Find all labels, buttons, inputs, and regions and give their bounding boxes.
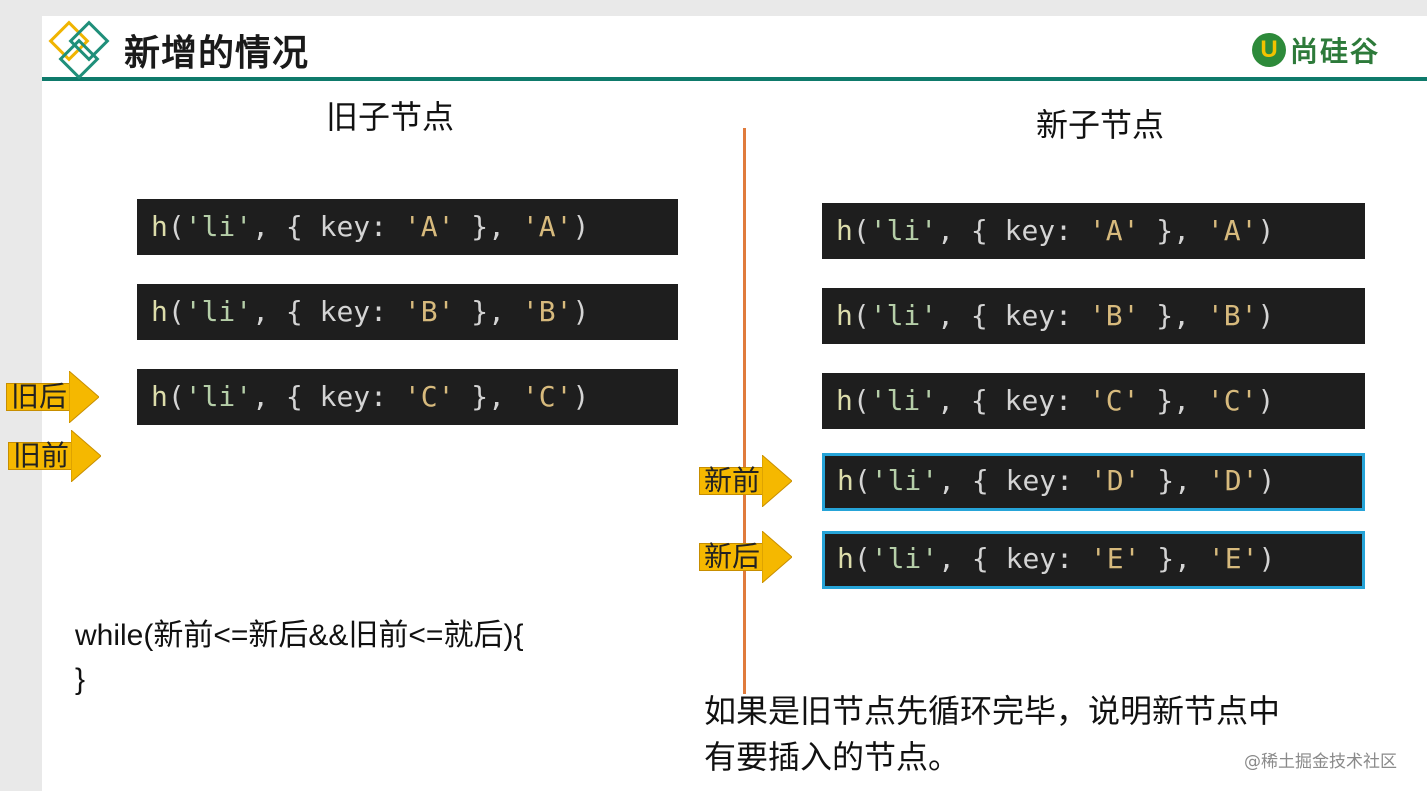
new-vnode-c: h('li', { key: 'C' }, 'C') (822, 373, 1365, 429)
header-divider (42, 77, 1427, 81)
while-line-2: } (75, 663, 86, 696)
new-vnode-d: h('li', { key: 'D' }, 'D') (822, 453, 1365, 511)
old-vnode-a: h('li', { key: 'A' }, 'A') (137, 199, 678, 255)
old-start-pointer: 旧前 (8, 430, 102, 482)
new-start-label: 新前 (699, 467, 763, 495)
while-loop-snippet: while(新前<=新后&&旧前<=就后){ } (75, 614, 523, 702)
new-children-heading: 新子节点 (1036, 106, 1165, 144)
brand-logo: U 尚硅谷 (1252, 30, 1380, 70)
diamond-logo-icon (48, 20, 110, 80)
new-start-pointer: 新前 (699, 455, 793, 507)
while-line-1: while(新前<=新后&&旧前<=就后){ (75, 619, 524, 652)
new-vnode-b: h('li', { key: 'B' }, 'B') (822, 288, 1365, 344)
old-children-heading: 旧子节点 (326, 98, 455, 136)
new-vnode-e: h('li', { key: 'E' }, 'E') (822, 531, 1365, 589)
brand-badge-icon: U (1252, 33, 1286, 67)
old-start-label: 旧前 (8, 442, 72, 470)
column-divider (743, 128, 746, 694)
new-end-pointer: 新后 (699, 531, 793, 583)
note-line-1: 如果是旧节点先循环完毕，说明新节点中 (704, 692, 1281, 730)
old-vnode-b: h('li', { key: 'B' }, 'B') (137, 284, 678, 340)
arrow-right-icon (69, 371, 100, 423)
watermark: @稀土掘金技术社区 (1244, 752, 1397, 772)
arrow-right-icon (762, 531, 793, 583)
note-line-2: 有要插入的节点。 (704, 738, 961, 776)
explanation-note: 如果是旧节点先循环完毕，说明新节点中 有要插入的节点。 (704, 688, 1364, 780)
old-vnode-c: h('li', { key: 'C' }, 'C') (137, 369, 678, 425)
new-vnode-a: h('li', { key: 'A' }, 'A') (822, 203, 1365, 259)
brand-name: 尚硅谷 (1290, 35, 1381, 68)
old-end-label: 旧后 (6, 383, 70, 411)
new-end-label: 新后 (699, 543, 763, 571)
slide-title: 新增的情况 (124, 33, 310, 74)
old-end-pointer: 旧后 (6, 371, 100, 423)
arrow-right-icon (762, 455, 793, 507)
arrow-right-icon (71, 430, 102, 482)
